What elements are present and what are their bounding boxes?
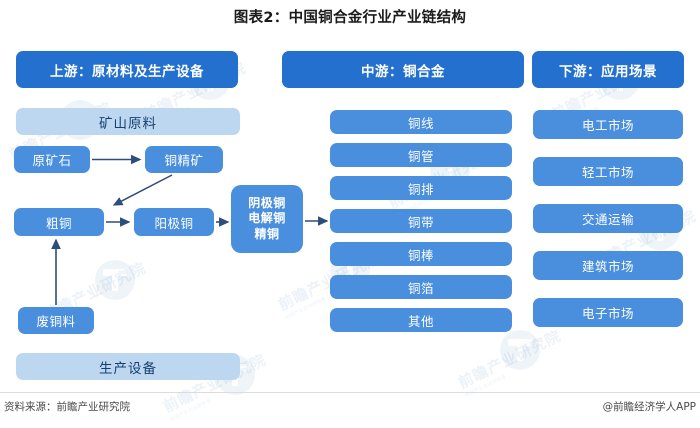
node-other[interactable]: 其他 bbox=[330, 308, 512, 332]
node-electrical-market[interactable]: 电工市场 bbox=[533, 110, 683, 139]
node-blister-copper[interactable]: 粗铜 bbox=[14, 208, 104, 236]
node-copper-wire[interactable]: 铜线 bbox=[330, 110, 512, 134]
node-cathode-copper-hub[interactable]: 阴极铜 电解铜 精铜 bbox=[231, 185, 303, 253]
header-midstream: 中游：铜合金 bbox=[282, 51, 524, 88]
chart-title: 图表2：中国铜合金行业产业链结构 bbox=[233, 10, 467, 26]
node-construction-market[interactable]: 建筑市场 bbox=[533, 251, 683, 280]
node-copper-strip[interactable]: 铜带 bbox=[330, 209, 512, 233]
footer-divider bbox=[0, 392, 700, 393]
watermark-logo bbox=[95, 260, 135, 300]
footer-source: 资料来源：前瞻产业研究院 bbox=[4, 401, 130, 413]
watermark-text: 前瞻产业研究院中国产业咨询领导者 bbox=[455, 326, 564, 400]
footer-credit: @前瞻经济学人APP bbox=[602, 401, 696, 413]
band-mine-raw-material: 矿山原料 bbox=[16, 108, 240, 135]
node-electronics-market[interactable]: 电子市场 bbox=[533, 298, 683, 327]
node-light-industry-market[interactable]: 轻工市场 bbox=[533, 157, 683, 186]
node-scrap-copper[interactable]: 废铜料 bbox=[18, 307, 94, 334]
node-copper-tube[interactable]: 铜管 bbox=[330, 143, 512, 167]
header-upstream: 上游：原材料及生产设备 bbox=[16, 51, 238, 88]
node-copper-concentrate[interactable]: 铜精矿 bbox=[145, 146, 223, 173]
arrow-concentrate-to-anode bbox=[112, 174, 173, 206]
node-raw-ore[interactable]: 原矿石 bbox=[14, 146, 90, 173]
band-production-equipment: 生产设备 bbox=[16, 353, 240, 380]
hub-line-1: 阴极铜 bbox=[248, 195, 286, 210]
node-copper-foil[interactable]: 铜箔 bbox=[330, 275, 512, 299]
node-transportation[interactable]: 交通运输 bbox=[533, 204, 683, 233]
node-copper-busbar[interactable]: 铜排 bbox=[330, 176, 512, 200]
node-copper-rod[interactable]: 铜棒 bbox=[330, 242, 512, 266]
hub-line-2: 电解铜 bbox=[248, 211, 286, 226]
header-downstream: 下游：应用场景 bbox=[532, 51, 684, 88]
watermark-logo bbox=[500, 330, 540, 370]
node-anode-copper[interactable]: 阳极铜 bbox=[134, 208, 214, 236]
hub-line-3: 精铜 bbox=[254, 226, 280, 241]
